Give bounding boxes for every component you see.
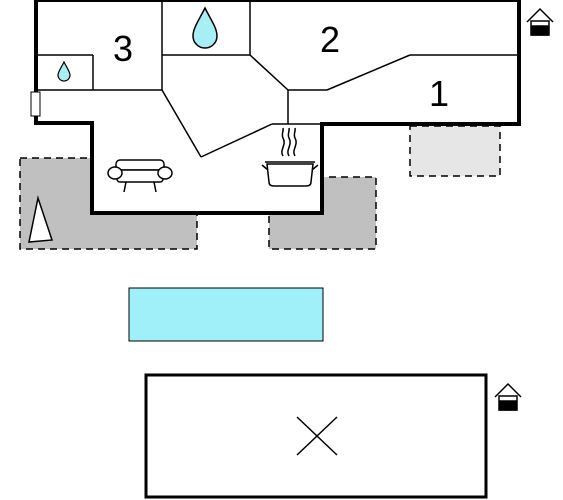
interior-walls [36,0,519,158]
house-entrance-icon [494,382,522,411]
cooking-pot-icon [261,127,319,187]
water-drop-icon [192,6,218,49]
room-label-3: 3 [113,28,133,69]
x-mark-icon [296,416,338,456]
pool [128,287,324,342]
parasol-icon [28,195,54,243]
water-drop-icon [57,60,71,82]
room-label-2: 2 [320,19,340,60]
outer-wall [34,0,521,215]
sofa-icon [107,159,173,193]
terrace-room1 [409,125,501,177]
room-label-1: 1 [429,73,449,114]
house-entrance-icon [526,7,554,36]
window-left [30,91,41,117]
